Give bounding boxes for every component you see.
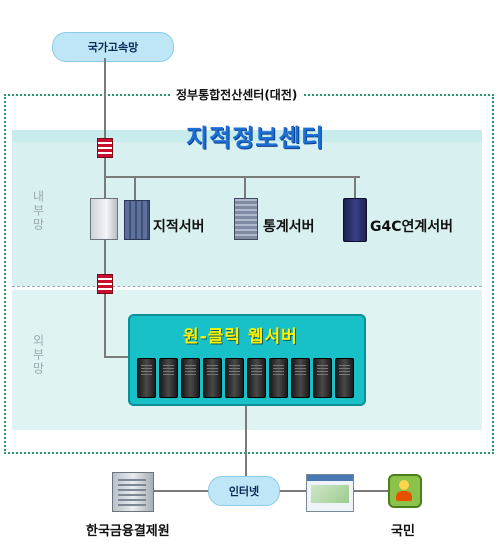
cadastral-server-label: 지적서버 (153, 219, 205, 235)
inner-network-zone-top (12, 130, 482, 142)
inner-network-label: 내부망 (31, 190, 45, 232)
web-down-line (245, 404, 247, 486)
web-server-rack-icon (291, 358, 310, 398)
kftc-label: 한국금융결제원 (86, 524, 170, 539)
web-server-rack-icon (181, 358, 200, 398)
web-server-rack-icon (225, 358, 244, 398)
internet-label: 인터넷 (228, 485, 260, 498)
data-center-title: 정부통합전산센터(대전) (170, 86, 304, 103)
server-bus-line (104, 176, 360, 178)
citizen-icon (388, 474, 422, 508)
banner-title: 지적정보센터 (186, 124, 325, 152)
building-windows (118, 478, 146, 506)
outer-network-label: 외부망 (31, 334, 45, 376)
web-server-rack-icon (335, 358, 354, 398)
national-backbone-label: 국가고속망 (87, 41, 139, 54)
server-icon (90, 198, 118, 240)
web-server-title: 원-클릭 웹서버 (183, 327, 298, 347)
rack-icon (124, 200, 150, 240)
web-server-rack-icon (269, 358, 288, 398)
firewall-icon-top (97, 138, 113, 158)
internet-cloud: 인터넷 (208, 476, 280, 506)
zone-divider (12, 286, 482, 287)
citizen-label: 국민 (391, 524, 415, 539)
server-drop-1 (134, 176, 136, 202)
g4c-server-label: G4C연계서버 (370, 219, 454, 235)
national-backbone-cloud: 국가고속망 (52, 32, 174, 62)
web-server-rack-icon (203, 358, 222, 398)
g4c-server-icon (343, 198, 367, 242)
firewall-icon-bottom (97, 274, 113, 294)
web-server-rack-icon (247, 358, 266, 398)
web-server-rack-icon (137, 358, 156, 398)
statistics-server-label: 통계서버 (263, 219, 315, 235)
browser-window-icon (306, 474, 354, 512)
statistics-server-icon (234, 198, 258, 240)
server-drop-3 (354, 176, 356, 202)
web-server-rack-icon (313, 358, 332, 398)
server-drop-2 (244, 176, 246, 202)
web-feed-line (104, 356, 130, 358)
web-server-rack-icon (159, 358, 178, 398)
